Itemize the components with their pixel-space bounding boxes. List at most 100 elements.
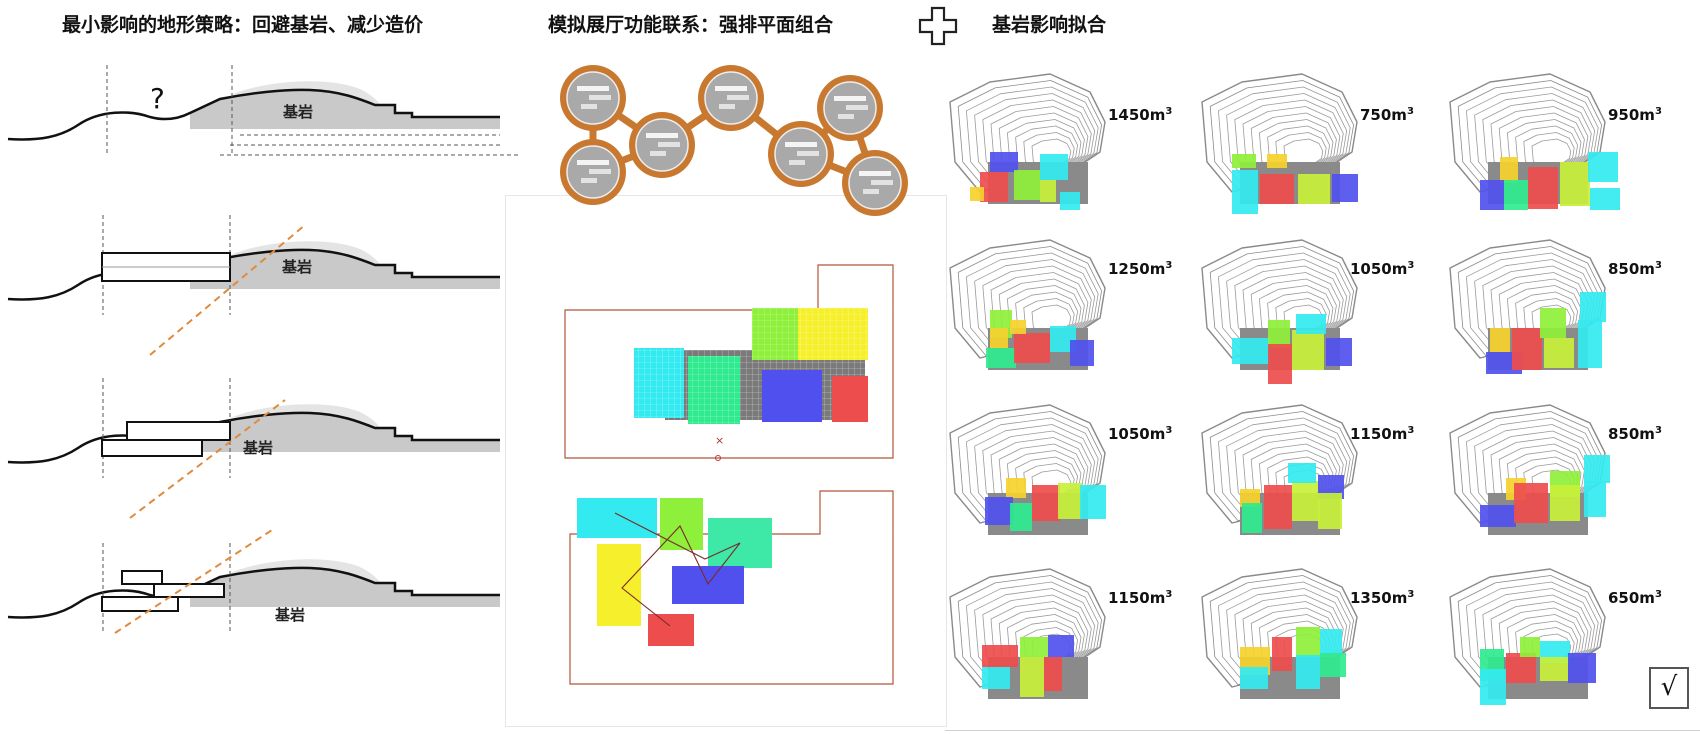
function-block bbox=[1260, 174, 1294, 204]
contour-fit bbox=[1201, 404, 1358, 535]
network-node bbox=[768, 121, 834, 187]
function-block bbox=[1232, 154, 1256, 168]
fit-volume-exponent: 3 bbox=[1165, 260, 1173, 271]
function-block bbox=[1588, 152, 1618, 182]
function-block bbox=[1320, 629, 1342, 655]
fit-volume-exponent: 3 bbox=[1407, 425, 1415, 436]
function-block bbox=[1014, 333, 1050, 363]
middle-frame bbox=[505, 195, 947, 727]
fit-volume-exponent: 3 bbox=[1407, 260, 1415, 271]
fit-volume-label: 1350m3 bbox=[1350, 589, 1414, 607]
function-block bbox=[1020, 657, 1044, 697]
rock-label: 基岩 bbox=[282, 103, 313, 121]
section-2: 基岩 bbox=[6, 215, 502, 356]
function-block bbox=[1298, 174, 1330, 204]
fit-volume-label: 850m3 bbox=[1608, 260, 1662, 278]
fit-volume-exponent: 3 bbox=[1407, 589, 1415, 600]
contour-fit bbox=[1449, 404, 1610, 535]
function-block bbox=[1480, 505, 1516, 527]
function-block bbox=[1504, 180, 1528, 210]
fit-volume-exponent: 3 bbox=[1165, 425, 1173, 436]
fit-volume-value: 1050m bbox=[1350, 260, 1408, 278]
function-block bbox=[1320, 653, 1346, 677]
function-block bbox=[1514, 483, 1548, 523]
fit-volume-exponent: 3 bbox=[1654, 260, 1662, 271]
fit-volume-value: 950m bbox=[1608, 106, 1655, 124]
fit-volume-label: 1150m3 bbox=[1108, 589, 1172, 607]
function-block bbox=[1520, 637, 1540, 657]
contour-fit bbox=[1201, 568, 1358, 699]
selected-check: √ bbox=[1649, 667, 1689, 709]
rock-label: 基岩 bbox=[274, 606, 305, 624]
svg-text:×: × bbox=[715, 434, 724, 447]
network-node bbox=[629, 112, 695, 178]
fit-volume-value: 750m bbox=[1360, 106, 1407, 124]
function-block bbox=[1528, 167, 1558, 209]
function-block bbox=[970, 187, 984, 201]
plus-icon bbox=[918, 6, 958, 46]
function-block bbox=[990, 152, 1018, 172]
function-block bbox=[1014, 170, 1040, 200]
fit-volume-value: 1350m bbox=[1350, 589, 1408, 607]
function-block bbox=[1040, 180, 1056, 202]
section-3: 基岩 bbox=[6, 378, 502, 519]
function-block bbox=[1058, 483, 1082, 519]
function-block bbox=[1080, 485, 1106, 519]
function-block bbox=[1590, 188, 1620, 210]
function-block bbox=[986, 348, 1016, 368]
function-block bbox=[1480, 180, 1504, 210]
function-block bbox=[1264, 485, 1292, 529]
fit-volume-label: 950m3 bbox=[1608, 106, 1662, 124]
function-block bbox=[1060, 192, 1080, 210]
fit-volume-exponent: 3 bbox=[1654, 425, 1662, 436]
function-block bbox=[1048, 635, 1074, 657]
function-block bbox=[1006, 478, 1026, 498]
grid-plan: × bbox=[564, 264, 894, 461]
function-block bbox=[1568, 653, 1596, 683]
function-block bbox=[1332, 174, 1358, 202]
function-block bbox=[1020, 637, 1048, 657]
function-block bbox=[1272, 637, 1292, 671]
function-network bbox=[560, 65, 908, 216]
network-node bbox=[817, 75, 883, 141]
title-middle: 模拟展厅功能联系：强排平面组合 bbox=[548, 14, 834, 36]
function-block bbox=[1268, 320, 1290, 348]
contour-fit bbox=[949, 568, 1106, 699]
function-block bbox=[990, 328, 1008, 348]
function-block bbox=[1292, 330, 1324, 370]
function-block bbox=[1296, 314, 1326, 334]
network-node bbox=[698, 65, 764, 131]
fit-volume-label: 850m3 bbox=[1608, 425, 1662, 443]
rock-label: 基岩 bbox=[242, 439, 273, 457]
function-block bbox=[1480, 669, 1506, 705]
fit-volume-exponent: 3 bbox=[1654, 589, 1662, 600]
function-block bbox=[1010, 503, 1032, 531]
section-diagrams: ? 基岩 基岩 基岩 基岩 bbox=[6, 65, 520, 634]
section-4: 基岩 bbox=[6, 527, 502, 634]
function-block bbox=[1240, 667, 1268, 689]
section-1: ? 基岩 bbox=[6, 65, 520, 156]
function-block bbox=[1032, 485, 1060, 521]
function-block bbox=[1584, 481, 1606, 517]
bottom-line bbox=[945, 730, 1700, 731]
function-block bbox=[1580, 292, 1606, 322]
contour-fit bbox=[1449, 568, 1606, 705]
network-node bbox=[842, 150, 908, 216]
function-block bbox=[1040, 154, 1068, 180]
question-mark: ? bbox=[150, 82, 165, 115]
fit-volume-label: 650m3 bbox=[1608, 589, 1662, 607]
function-block bbox=[1512, 328, 1542, 370]
network-node bbox=[560, 65, 626, 131]
loose-plan bbox=[569, 490, 894, 685]
fit-volume-value: 1450m bbox=[1108, 106, 1166, 124]
network-node bbox=[560, 139, 626, 205]
function-block bbox=[1242, 503, 1262, 533]
function-block bbox=[980, 172, 1008, 202]
fit-volume-exponent: 3 bbox=[1165, 106, 1173, 117]
function-block bbox=[1232, 170, 1258, 214]
fit-volume-exponent: 3 bbox=[1654, 106, 1662, 117]
contour-fit bbox=[949, 404, 1106, 535]
function-block bbox=[1268, 344, 1292, 384]
function-block bbox=[1044, 657, 1062, 691]
fit-volume-value: 650m bbox=[1608, 589, 1655, 607]
